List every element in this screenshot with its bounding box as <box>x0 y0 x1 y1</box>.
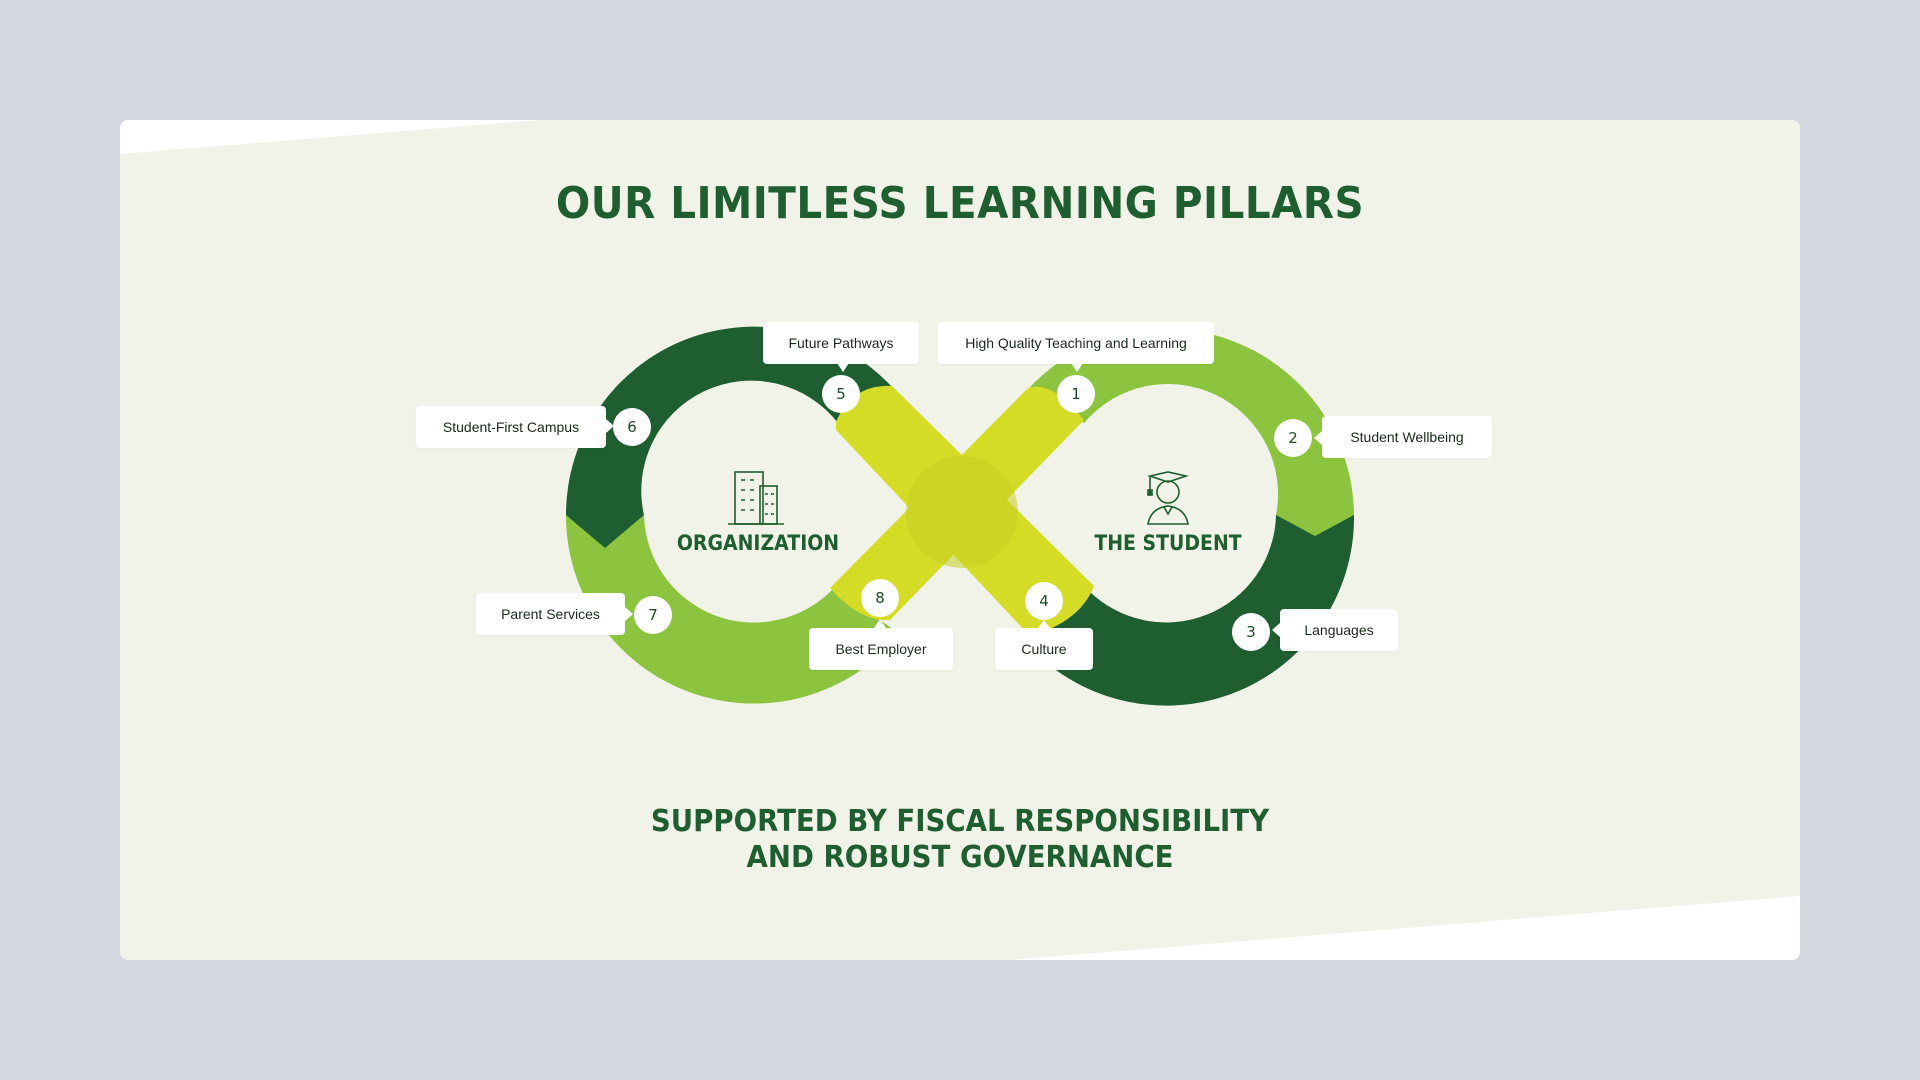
pillar-label-2: Student Wellbeing <box>1322 416 1492 458</box>
pillar-label-5: Future Pathways <box>763 322 919 364</box>
band-overlap <box>906 456 1018 568</box>
left-loop-notch <box>566 515 644 548</box>
slide-decor <box>120 120 1800 960</box>
graduate-icon <box>1147 471 1189 525</box>
page-title: OUR LIMITLESS LEARNING PILLARS <box>555 178 1365 229</box>
pillar-badge-1: 1 <box>1057 375 1095 413</box>
pillar-label-7: Parent Services <box>476 593 625 635</box>
supporting-statement-line-2: AND ROBUST GOVERNANCE <box>746 840 1174 875</box>
right-loop-notch <box>1276 515 1354 536</box>
pillar-label-4: Culture <box>995 628 1093 670</box>
pillar-badge-2: 2 <box>1274 419 1312 457</box>
student-label: THE STUDENT <box>1094 531 1242 555</box>
right-loop-top-segment <box>1030 328 1354 515</box>
supporting-statement-line-1: SUPPORTED BY FISCAL RESPONSIBILITY <box>650 804 1270 839</box>
pillar-label-1: High Quality Teaching and Learning <box>938 322 1214 364</box>
pillar-label-3: Languages <box>1280 609 1398 651</box>
label-pointers <box>606 363 1322 637</box>
pillar-badge-5: 5 <box>822 375 860 413</box>
crossing-bands <box>830 385 1094 636</box>
pillar-badge-8: 8 <box>861 579 899 617</box>
right-loop <box>1020 328 1355 706</box>
building-icon <box>728 471 784 525</box>
left-loop-top-segment <box>565 326 892 515</box>
pillar-badge-3: 3 <box>1232 613 1270 651</box>
pillar-label-6: Student-First Campus <box>416 406 606 448</box>
organization-label: ORGANIZATION <box>676 531 840 555</box>
pillar-badge-6: 6 <box>613 408 651 446</box>
right-loop-bottom-segment <box>1020 515 1355 706</box>
pillar-label-8: Best Employer <box>809 628 953 670</box>
slide <box>120 120 1800 960</box>
supporting-statement: SUPPORTED BY FISCAL RESPONSIBILITY AND R… <box>77 804 1843 876</box>
pillar-badge-4: 4 <box>1025 582 1063 620</box>
pillar-badge-7: 7 <box>634 596 672 634</box>
